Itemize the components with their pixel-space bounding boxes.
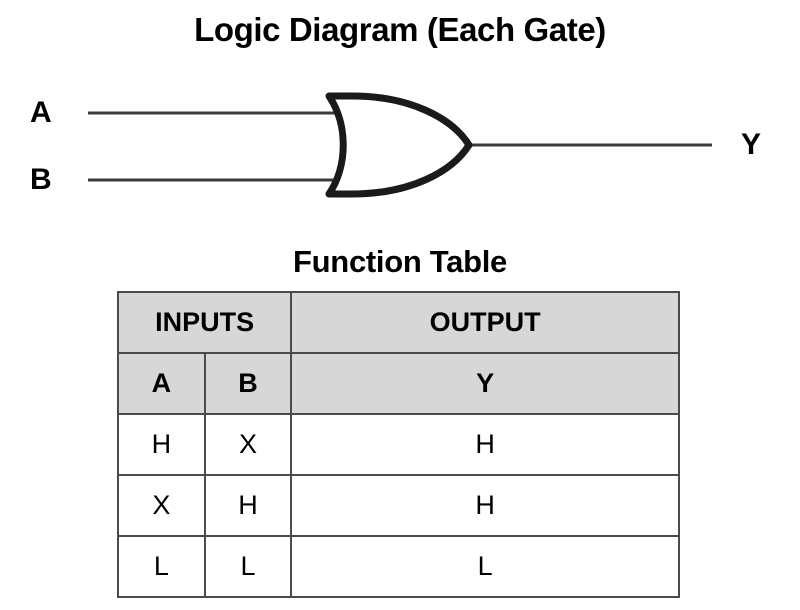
logic-gate-diagram — [88, 92, 712, 198]
function-table: INPUTS OUTPUT A B Y H X H X H H L L L — [116, 291, 680, 598]
group-header-inputs: INPUTS — [116, 291, 293, 354]
cell-y: H — [290, 474, 680, 537]
input-label-b: B — [30, 163, 52, 196]
table-row: X H H — [117, 474, 680, 537]
diagram-title: Logic Diagram (Each Gate) — [194, 11, 606, 48]
group-header-output: OUTPUT — [290, 291, 680, 354]
cell-b: L — [203, 535, 293, 598]
input-label-a: A — [30, 96, 52, 129]
cell-a: L — [117, 535, 206, 598]
column-header-b: B — [203, 352, 293, 415]
table-group-header-row: INPUTS OUTPUT — [116, 291, 680, 354]
or-gate-symbol — [325, 92, 473, 198]
cell-y: L — [290, 535, 680, 598]
cell-a: X — [117, 474, 206, 537]
cell-a: H — [117, 413, 206, 476]
cell-y: H — [290, 413, 680, 476]
table-column-header-row: A B Y — [117, 352, 680, 415]
table-row: L L L — [117, 535, 680, 598]
function-table-title: Function Table — [293, 244, 507, 279]
table-row: H X H — [117, 413, 680, 476]
output-label-y: Y — [741, 128, 762, 161]
cell-b: X — [203, 413, 293, 476]
column-header-a: A — [117, 352, 206, 415]
cell-b: H — [203, 474, 293, 537]
column-header-y: Y — [290, 352, 680, 415]
